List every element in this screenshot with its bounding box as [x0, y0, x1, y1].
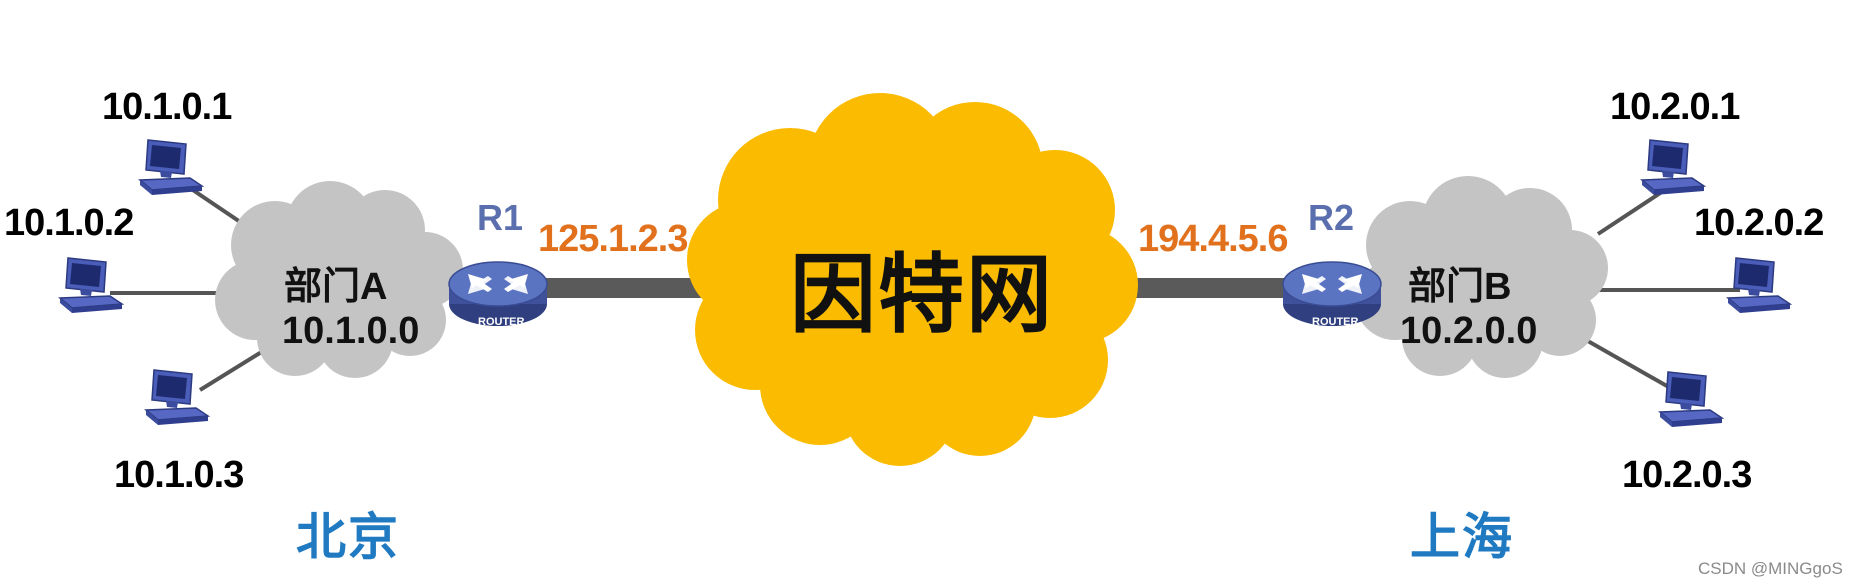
router-r2-name: R2 — [1308, 197, 1355, 238]
host-label-10-1-0-2: 10.1.0.2 — [4, 202, 134, 244]
computer-icon — [1727, 257, 1791, 314]
computer-icon — [139, 139, 203, 196]
router-r1-badge: ROUTER — [478, 316, 525, 328]
lan-a-address: 10.1.0.0 — [282, 310, 420, 352]
computer-icon — [1659, 371, 1723, 428]
router-r2-badge: ROUTER — [1312, 316, 1359, 328]
computer-icon — [1641, 139, 1705, 196]
host-label-10-2-0-2: 10.2.0.2 — [1694, 202, 1824, 244]
watermark: CSDN @MINGgoS — [1698, 559, 1843, 578]
lan-link-left-3 — [198, 346, 270, 392]
host-label-10-1-0-1: 10.1.0.1 — [102, 86, 232, 128]
lan-cloud-right — [1355, 176, 1608, 378]
router-r1-name: R1 — [477, 197, 524, 238]
computer-icon — [59, 257, 123, 314]
r1-wan-ip: 125.1.2.3 — [538, 218, 688, 260]
lan-b-name: 部门B — [1408, 266, 1512, 308]
lan-cloud-left — [215, 181, 463, 378]
computer-icon — [145, 369, 209, 426]
host-label-10-2-0-1: 10.2.0.1 — [1610, 86, 1740, 128]
city-right: 上海 — [1410, 509, 1514, 565]
host-label-10-2-0-3: 10.2.0.3 — [1622, 454, 1752, 496]
city-left: 北京 — [296, 509, 400, 565]
wan-link-right — [1135, 278, 1310, 298]
lan-b-address: 10.2.0.0 — [1400, 310, 1538, 352]
internet-label: 因特网 — [790, 247, 1054, 343]
r2-wan-ip: 194.4.5.6 — [1138, 218, 1288, 260]
host-label-10-1-0-3: 10.1.0.3 — [114, 454, 244, 496]
internet-cloud — [687, 93, 1138, 466]
lan-a-name: 部门A — [284, 266, 388, 308]
